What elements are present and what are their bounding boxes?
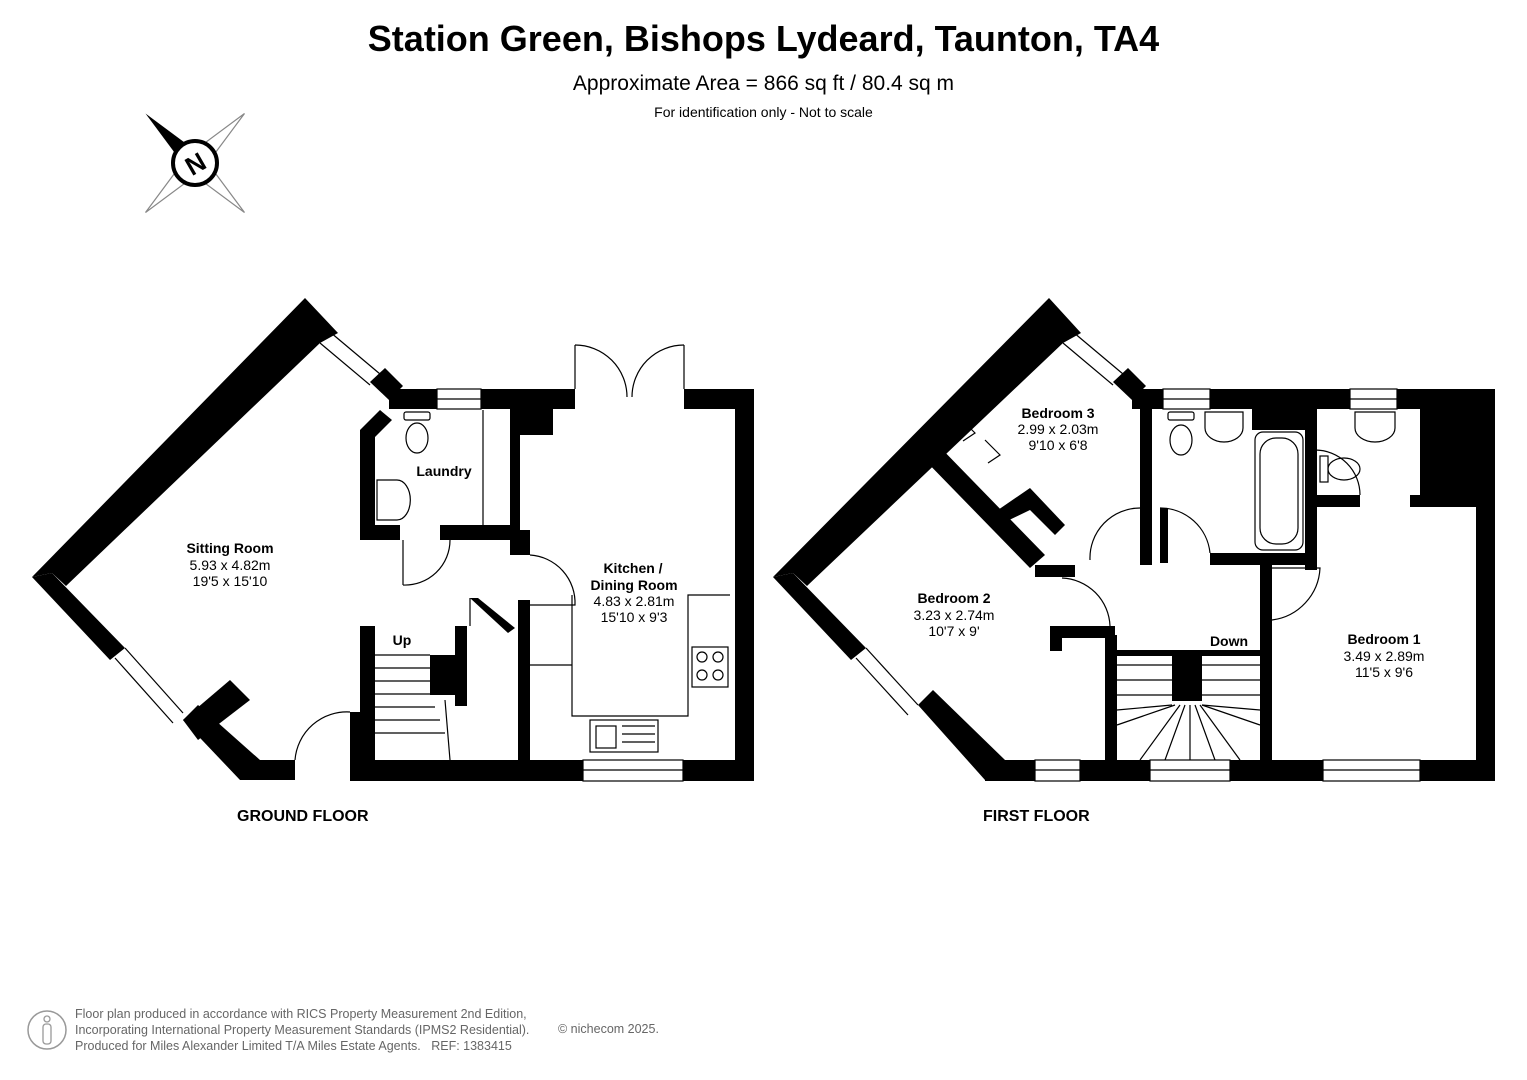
identification-note: For identification only - Not to scale [654, 104, 873, 120]
bedroom2-imperial: 10'7 x 9' [928, 623, 979, 639]
kitchen-name-line1: Kitchen / [603, 560, 662, 576]
sitting-room-imperial: 19'5 x 15'10 [193, 573, 268, 589]
sitting-room-name: Sitting Room [186, 540, 273, 556]
footer-line3: Produced for Miles Alexander Limited T/A… [75, 1038, 529, 1054]
copyright: © nichecom 2025. [558, 1022, 659, 1036]
bedroom1-metric: 3.49 x 2.89m [1344, 648, 1425, 664]
bedroom1-name: Bedroom 1 [1347, 631, 1420, 647]
kitchen-metric: 4.83 x 2.81m [594, 593, 675, 609]
first-floor-label: FIRST FLOOR [983, 808, 1090, 825]
person-icon [27, 1010, 67, 1050]
ground-floor-label: GROUND FLOOR [237, 808, 369, 825]
compass-icon: N [145, 113, 245, 213]
approximate-area: Approximate Area = 866 sq ft / 80.4 sq m [572, 72, 955, 95]
bedroom3-metric: 2.99 x 2.03m [1018, 421, 1099, 437]
bedroom3-name: Bedroom 3 [1021, 405, 1094, 421]
plan-title: Station Green, Bishops Lydeard, Taunton,… [367, 18, 1160, 59]
bedroom2-name: Bedroom 2 [917, 590, 990, 606]
kitchen-imperial: 15'10 x 9'3 [601, 609, 668, 625]
bedroom2-metric: 3.23 x 2.74m [914, 607, 995, 623]
footer-text: Floor plan produced in accordance with R… [75, 1006, 529, 1054]
bedroom1-imperial: 11'5 x 9'6 [1355, 664, 1413, 680]
sitting-room-metric: 5.93 x 4.82m [190, 557, 271, 573]
footer-line2: Incorporating International Property Mea… [75, 1023, 530, 1037]
footer-agent: Produced for Miles Alexander Limited T/A… [75, 1039, 421, 1053]
laundry-name: Laundry [416, 463, 471, 479]
footer-ref: REF: 1383415 [431, 1039, 512, 1053]
stairs-up-label: Up [393, 632, 412, 648]
footer-line1: Floor plan produced in accordance with R… [75, 1007, 527, 1021]
stairs-down-label: Down [1210, 633, 1248, 649]
kitchen-name-line2: Dining Room [590, 577, 677, 593]
bedroom3-imperial: 9'10 x 6'8 [1028, 437, 1087, 453]
